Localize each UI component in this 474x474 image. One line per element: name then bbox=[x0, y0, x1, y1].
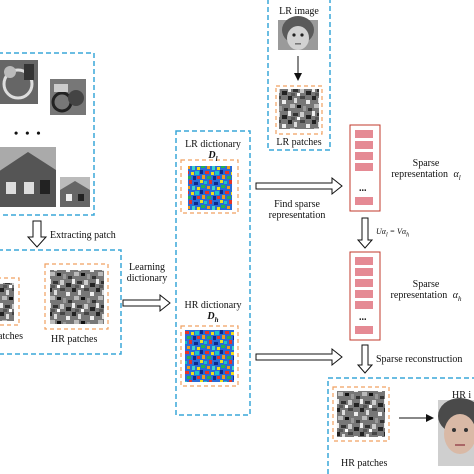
lr-dictionary-name: LR dictionary bbox=[185, 139, 241, 150]
sparse-l-sub: l bbox=[458, 174, 461, 182]
sparse-h-alpha: α bbox=[452, 290, 458, 301]
relation-part2: = Vα bbox=[387, 227, 407, 236]
patches-box bbox=[0, 249, 122, 355]
sparse-reconstruction-label: Sparse reconstruction bbox=[376, 354, 463, 365]
hr-dictionary-symbol-sub: h bbox=[214, 316, 219, 324]
hr-patches-label-output: HR patches bbox=[341, 458, 388, 469]
find-sparse-line1: Find sparse bbox=[274, 199, 320, 210]
hr-dictionary-name: HR dictionary bbox=[184, 300, 242, 311]
learning-dictionary-label: Learning dictionary bbox=[122, 262, 172, 284]
learning-dictionary-arrow bbox=[122, 293, 171, 313]
extracting-patch-label: Extracting patch bbox=[50, 230, 116, 241]
lr-patches-label-top: LR patches bbox=[276, 137, 322, 148]
training-ellipsis: • • • bbox=[14, 126, 43, 140]
lr-patches-label-partial: atches bbox=[0, 331, 23, 342]
lr-dictionary-symbol: Dl bbox=[176, 150, 250, 165]
hr-image-label-partial: HR i bbox=[452, 390, 472, 401]
training-image-house-large bbox=[0, 147, 56, 207]
sparse-l-alpha: α bbox=[453, 169, 459, 180]
relation-equation: Uαl = Vαh bbox=[376, 226, 409, 242]
sparse-reconstruction-arrow bbox=[356, 344, 374, 374]
lr-dictionary-texture bbox=[188, 166, 232, 210]
lr-image-label: LR image bbox=[279, 6, 319, 17]
sparse-l-line1: Sparse bbox=[412, 158, 440, 169]
find-sparse-representation-label: Find sparse representation bbox=[262, 199, 332, 221]
lr-patches-orange-box-left bbox=[0, 277, 20, 326]
sparse-h-text: representation bbox=[390, 290, 448, 301]
relation-sub1: l bbox=[385, 232, 388, 239]
sparse-l-line2: representation αl bbox=[386, 169, 466, 184]
hr-patches-orange-box bbox=[44, 263, 109, 330]
hr-patch-texture-train bbox=[50, 270, 104, 324]
lr-dictionary-symbol-sub: l bbox=[215, 155, 218, 163]
hr-dictionary-orange-box bbox=[180, 325, 239, 387]
training-images-box bbox=[0, 52, 95, 216]
training-image-bike bbox=[0, 60, 38, 104]
sparse-representation-l-label: Sparse representation αl bbox=[386, 158, 466, 184]
find-sparse-arrow bbox=[255, 176, 343, 196]
dictionary-box bbox=[175, 130, 251, 416]
sparse-representation-h-label: Sparse representation αh bbox=[386, 279, 466, 305]
relation-part1: Uα bbox=[376, 227, 386, 236]
sparse-h-line2: representation αh bbox=[386, 290, 466, 305]
learning-dictionary-line2: dictionary bbox=[126, 273, 168, 284]
hr-dictionary-to-reconstruction-arrow bbox=[255, 347, 343, 367]
hr-dictionary-symbol-d: D bbox=[207, 311, 215, 322]
sparse-vector-l bbox=[349, 124, 381, 212]
sparse-l-text: representation bbox=[391, 169, 448, 180]
sparse-h-line1: Sparse bbox=[412, 279, 440, 290]
sparse-h-symbol: αh bbox=[452, 290, 462, 303]
hr-face-image bbox=[438, 398, 474, 466]
lr-dictionary-orange-box bbox=[180, 159, 239, 214]
extracting-patch-arrow bbox=[26, 220, 48, 248]
sparse-l-symbol: αl bbox=[453, 169, 461, 182]
hr-dictionary-texture bbox=[185, 330, 234, 382]
hr-patch-texture-output bbox=[337, 391, 385, 437]
lr-input-box bbox=[267, 0, 331, 151]
relation-arrow bbox=[356, 217, 374, 249]
vector-l-dots: ... bbox=[359, 183, 367, 194]
learning-dictionary-line1: Learning bbox=[128, 262, 166, 273]
hr-dictionary-symbol: Dh bbox=[176, 311, 250, 326]
lr-dictionary-symbol-d: D bbox=[208, 150, 216, 161]
lr-dictionary-title: LR dictionary Dl bbox=[176, 139, 250, 165]
sparse-h-sub: h bbox=[457, 295, 462, 303]
lr-patches-orange-box-top bbox=[275, 85, 323, 135]
training-image-house-small bbox=[60, 177, 90, 207]
sparse-vector-h bbox=[349, 251, 381, 341]
training-image-motorcycle bbox=[50, 79, 86, 115]
hr-patches-orange-box-output bbox=[332, 386, 390, 442]
lr-patch-texture-top bbox=[279, 89, 319, 129]
lr-patch-texture-left bbox=[0, 283, 14, 321]
hr-dictionary-title: HR dictionary Dh bbox=[176, 300, 250, 326]
relation-sub2: h bbox=[406, 232, 410, 239]
output-box bbox=[327, 377, 474, 474]
hr-patches-label-train: HR patches bbox=[51, 334, 98, 345]
find-sparse-line2: representation bbox=[268, 210, 326, 221]
vector-h-dots: ... bbox=[359, 312, 367, 323]
lr-face-image bbox=[278, 16, 318, 50]
